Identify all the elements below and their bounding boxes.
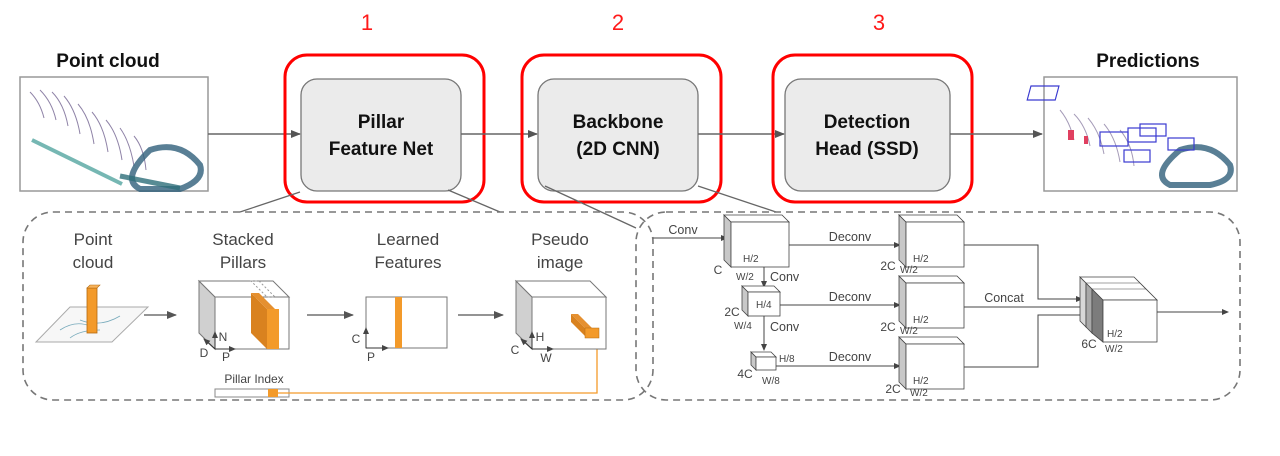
stage-1-label-line2: Feature Net xyxy=(329,139,434,160)
stage-3-label-line2: Head (SSD) xyxy=(815,139,918,160)
block-2-h: H/4 xyxy=(756,300,772,311)
deconv-op-3: Deconv xyxy=(829,350,872,364)
up-block-1-h: H/2 xyxy=(913,254,929,265)
block-2-c: 2C xyxy=(724,305,740,319)
stage-1-label-line1: Pillar xyxy=(358,112,405,133)
backbone-detail-panel xyxy=(635,211,1241,401)
block-1-h: H/2 xyxy=(743,254,759,265)
output-title: Predictions xyxy=(1096,51,1199,72)
concat-block-w: W/2 xyxy=(1105,344,1123,355)
block-1-c: C xyxy=(714,263,723,277)
block-3-h: H/8 xyxy=(779,354,795,365)
pfn-zoom-line-left xyxy=(239,191,301,213)
pfn-step-3-line1: Learned xyxy=(377,230,439,249)
input-title: Point cloud xyxy=(56,51,159,72)
stage-1-number: 1 xyxy=(361,10,373,35)
pfn-step-2-line2: Pillars xyxy=(220,253,266,272)
concat-block xyxy=(1079,276,1158,343)
pfn-step-1-line1: Point xyxy=(74,230,113,249)
point-cloud-plane-icon xyxy=(34,284,150,343)
backbone-block-3 xyxy=(750,351,777,371)
pseudo-image-tensor xyxy=(514,279,608,352)
deconv-op-1: Deconv xyxy=(829,230,872,244)
up-block-3-w: W/2 xyxy=(910,388,928,399)
backbone-block[interactable] xyxy=(537,78,699,192)
block-3-w: W/8 xyxy=(762,376,780,387)
up-block-2 xyxy=(898,275,965,329)
up-block-2-w: W/2 xyxy=(900,326,918,337)
deconv-op-2: Deconv xyxy=(829,290,872,304)
stage-2-label-line2: (2D CNN) xyxy=(576,139,659,160)
backbone-zoom-line-left xyxy=(544,185,637,229)
down-op-1: Conv xyxy=(770,270,800,284)
up-block-1-c: 2C xyxy=(880,259,896,273)
stacked-pillars-tensor xyxy=(197,279,291,352)
pseudo-axis-w: W xyxy=(540,351,552,365)
pfn-zoom-line-right xyxy=(447,189,501,213)
stage-2-number: 2 xyxy=(612,10,624,35)
up-block-1-w: W/2 xyxy=(900,265,918,276)
stage-2-highlight xyxy=(520,53,723,204)
stage-3-label-line1: Detection xyxy=(824,112,911,133)
up-block-3-c: 2C xyxy=(885,382,901,396)
concat-label: Concat xyxy=(984,291,1024,305)
stage-2-label-line1: Backbone xyxy=(573,112,664,133)
conv-in-label: Conv xyxy=(668,223,698,237)
block-2-w: W/4 xyxy=(734,321,752,332)
pfn-step-4-line1: Pseudo xyxy=(531,230,589,249)
block-1-w: W/2 xyxy=(736,272,754,283)
concat-line-1 xyxy=(964,244,1083,302)
up-block-3-h: H/2 xyxy=(913,376,929,387)
pillar-feature-net-block[interactable] xyxy=(300,78,462,192)
pseudo-axis-c: C xyxy=(511,343,520,357)
stage-1-highlight xyxy=(283,53,486,204)
up-block-2-c: 2C xyxy=(880,320,896,334)
up-block-1 xyxy=(898,214,965,268)
learned-axis-c: C xyxy=(352,332,361,346)
learned-features-tensor xyxy=(363,296,448,351)
stacked-axis-p: P xyxy=(222,350,230,364)
concat-block-h: H/2 xyxy=(1107,329,1123,340)
predictions-thumbnail xyxy=(1026,76,1238,192)
stacked-axis-d: D xyxy=(200,346,209,360)
pfn-step-3-line2: Features xyxy=(374,253,441,272)
detection-head-block[interactable] xyxy=(784,78,951,192)
point-cloud-thumbnail xyxy=(19,76,209,192)
stage-3-number: 3 xyxy=(873,10,885,35)
pseudo-axis-h: H xyxy=(536,330,545,344)
concat-line-3 xyxy=(964,312,1095,368)
backbone-block-2 xyxy=(741,285,781,317)
down-op-2: Conv xyxy=(770,320,800,334)
learned-axis-p: P xyxy=(367,350,375,364)
backbone-block-1 xyxy=(723,214,790,268)
backbone-zoom-line-right xyxy=(697,185,777,213)
concat-block-c: 6C xyxy=(1081,337,1097,351)
pillar-index-bar xyxy=(214,388,290,398)
pfn-step-1-line2: cloud xyxy=(73,253,114,272)
pillar-index-scatter-line xyxy=(278,346,598,394)
up-block-3 xyxy=(898,336,965,390)
pillar-index-label: Pillar Index xyxy=(224,372,283,386)
pfn-step-4-line2: image xyxy=(537,253,583,272)
block-3-c: 4C xyxy=(737,367,753,381)
up-block-2-h: H/2 xyxy=(913,315,929,326)
stacked-axis-n: N xyxy=(219,330,228,344)
pfn-step-2-line1: Stacked xyxy=(212,230,273,249)
stage-3-highlight xyxy=(771,53,974,204)
